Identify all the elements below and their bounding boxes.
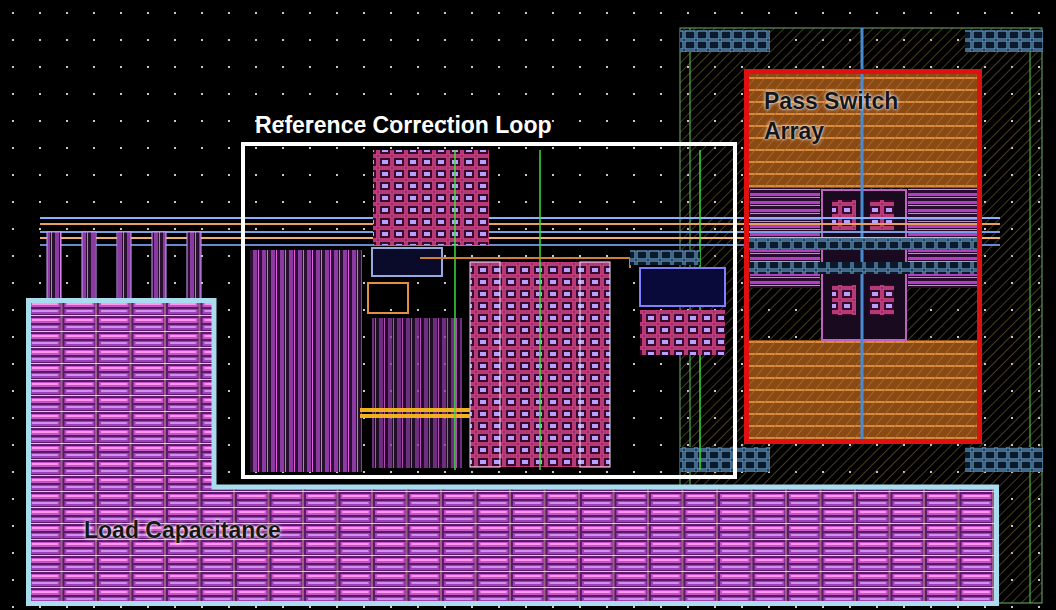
layout-shape — [117, 232, 131, 300]
layout-shape — [360, 410, 470, 416]
layout-shape — [832, 285, 856, 315]
region-label: Load Capacitance — [84, 516, 281, 546]
region-outline — [29, 301, 997, 604]
region-outline: Load Capacitance — [26, 298, 999, 606]
layout-shape — [680, 30, 770, 52]
layout-shape — [82, 232, 96, 300]
layout-shape — [40, 217, 1000, 219]
layout-shape — [580, 262, 610, 467]
region-box: Pass Switch Array — [744, 69, 982, 444]
layout-shape — [373, 150, 489, 245]
layout-shape — [870, 285, 894, 315]
layout-shape — [680, 447, 770, 472]
layout-shape — [870, 200, 894, 230]
layout-shape — [745, 238, 980, 250]
layout-shape — [187, 232, 201, 300]
layout-shape — [630, 250, 700, 265]
layout-shape — [640, 310, 725, 355]
layout-shape — [420, 258, 630, 268]
layout-shape — [832, 200, 856, 230]
layout-shape — [454, 150, 456, 470]
layout-shape — [40, 231, 1000, 233]
region-label: Reference Correction Loop — [255, 111, 552, 141]
layout-shape — [965, 447, 1043, 472]
layout-shape — [745, 262, 980, 274]
region-outline — [26, 298, 999, 606]
layout-shape — [372, 248, 442, 276]
region-label: Pass Switch Array — [764, 87, 929, 147]
layout-shape — [539, 150, 541, 470]
layout-shape — [640, 268, 725, 306]
layout-shape — [372, 318, 462, 468]
layout-shape — [47, 232, 61, 300]
layout-shape — [40, 223, 1000, 225]
region-box: Reference Correction Loop — [241, 142, 737, 479]
capacitor-array — [28, 300, 997, 603]
layout-shape — [152, 232, 166, 300]
layout-shape — [250, 250, 362, 472]
input-stubs — [47, 232, 201, 300]
layout-shape — [1030, 28, 1031, 603]
layout-shape — [368, 283, 408, 313]
layout-shape — [965, 30, 1043, 52]
reference-loop-layout — [250, 150, 725, 472]
layout-shape — [470, 262, 500, 467]
